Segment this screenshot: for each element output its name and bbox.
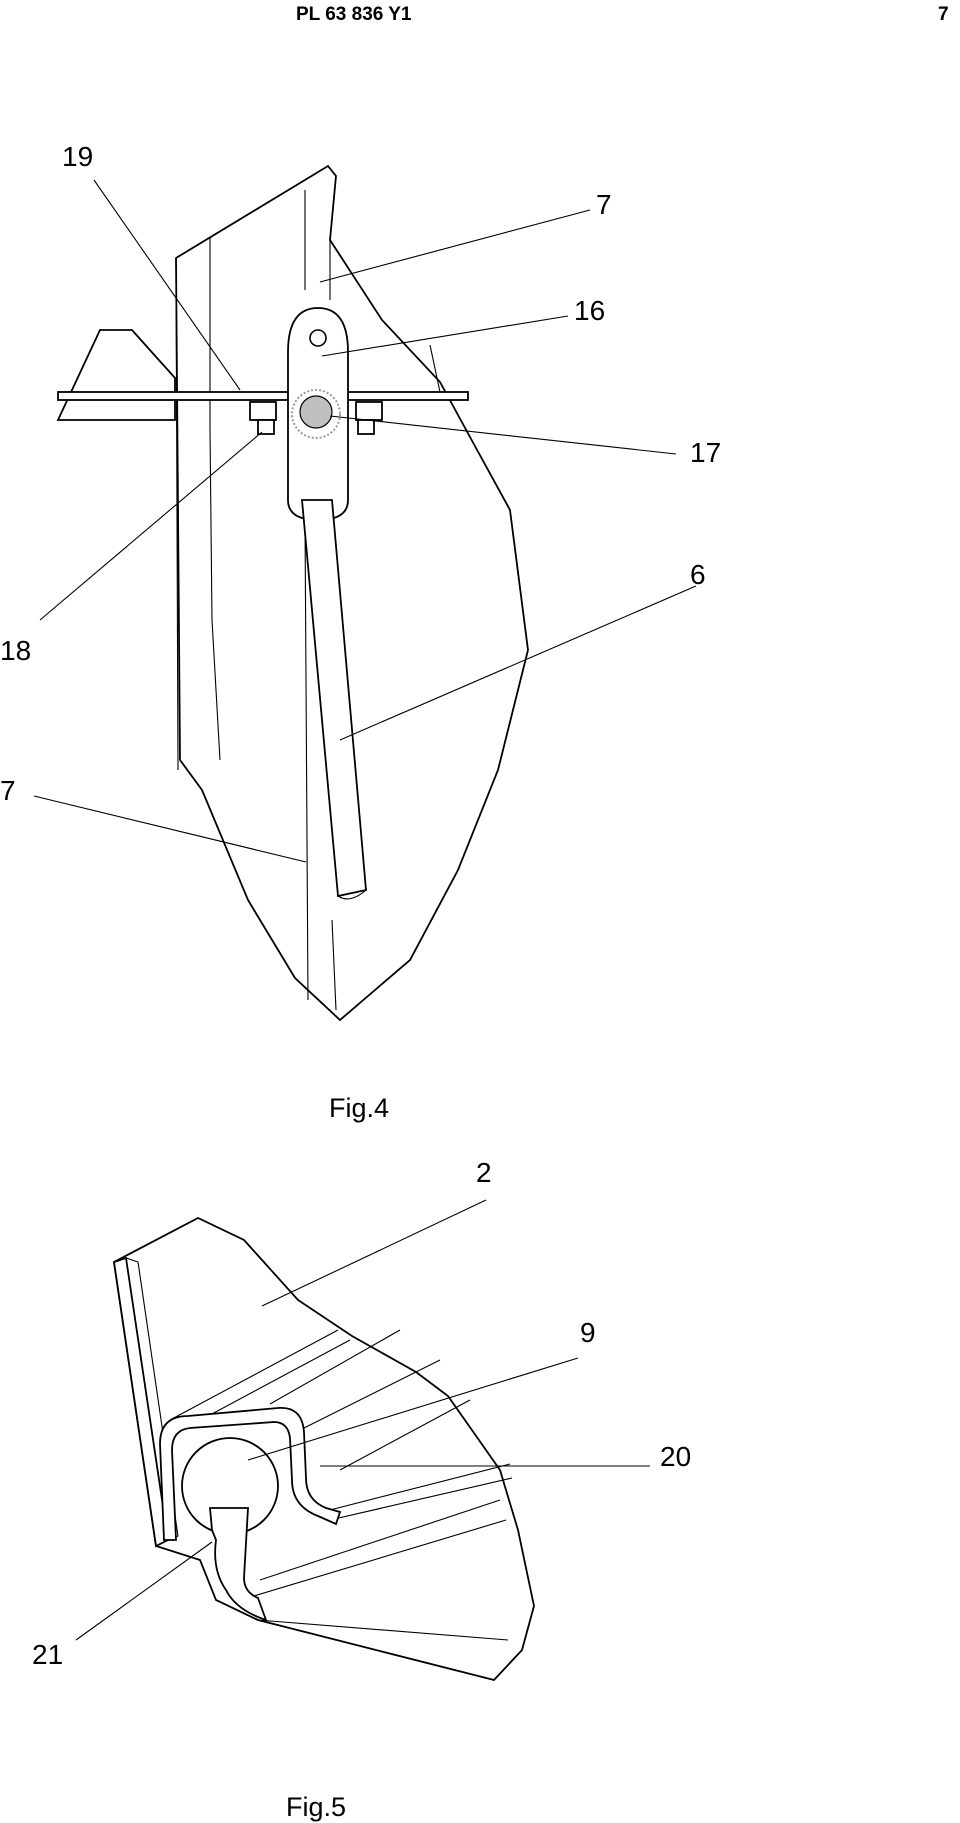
leader-2 <box>261 1199 487 1307</box>
channel-line-6 <box>259 1499 501 1581</box>
channel-line-5 <box>329 1477 513 1521</box>
u-channel-9 <box>159 1407 342 1541</box>
clamp-hole <box>309 329 327 347</box>
label-16: 16 <box>574 295 605 326</box>
nut-right <box>355 401 383 421</box>
blade-inner-edge <box>209 238 221 761</box>
document-number: PL 63 836 Y1 <box>296 4 412 25</box>
right-bar-support <box>429 344 441 393</box>
groove-lower-right <box>331 919 337 1011</box>
leader-6 <box>339 585 697 741</box>
channel-line-8 <box>257 1619 509 1641</box>
figure-5-caption: Fig.5 <box>286 1792 347 1822</box>
channel-line-4 <box>329 1463 511 1511</box>
blade-body <box>175 164 529 1022</box>
pin-halo <box>291 389 341 439</box>
figure-5-drawing: 2 9 20 21 <box>32 1157 691 1682</box>
label-2: 2 <box>476 1157 492 1188</box>
leader-17 <box>329 415 677 455</box>
leader-16 <box>321 315 569 357</box>
label-20: 20 <box>660 1441 691 1472</box>
leader-19 <box>93 179 241 391</box>
page-number: 7 <box>938 4 949 25</box>
channel-line-1 <box>269 1329 401 1405</box>
channel-line-2 <box>299 1359 441 1431</box>
channel-line-7 <box>253 1519 507 1597</box>
label-9: 9 <box>580 1317 596 1348</box>
label-21: 21 <box>32 1639 63 1670</box>
shoulder-1 <box>169 1329 339 1421</box>
label-7-top: 7 <box>596 189 612 220</box>
nut-right-base <box>357 419 375 435</box>
label-18: 18 <box>0 635 31 666</box>
leader-18 <box>39 431 263 621</box>
figure-4-drawing: 19 7 16 17 18 6 7 <box>0 141 721 1022</box>
channel-line-3 <box>339 1399 471 1471</box>
blade-rear-edge <box>175 257 179 771</box>
rod-end <box>337 889 367 900</box>
nut-left-base <box>257 419 275 435</box>
label-7-bottom: 7 <box>0 775 16 806</box>
nut-left <box>249 401 277 421</box>
horizontal-bar <box>57 391 469 401</box>
label-17: 17 <box>690 437 721 468</box>
groove-lower-left <box>304 519 309 1001</box>
pin <box>299 395 333 429</box>
left-wing <box>56 329 176 421</box>
leader-9 <box>247 1357 579 1461</box>
figure-4-caption: Fig.4 <box>329 1093 390 1123</box>
hook-21 <box>209 1507 268 1622</box>
label-6: 6 <box>690 559 706 590</box>
leader-21 <box>75 1541 213 1641</box>
label-19: 19 <box>62 141 93 172</box>
body-2 <box>113 1216 535 1682</box>
leader-7-bottom <box>33 795 307 863</box>
leader-7-top <box>319 209 591 283</box>
